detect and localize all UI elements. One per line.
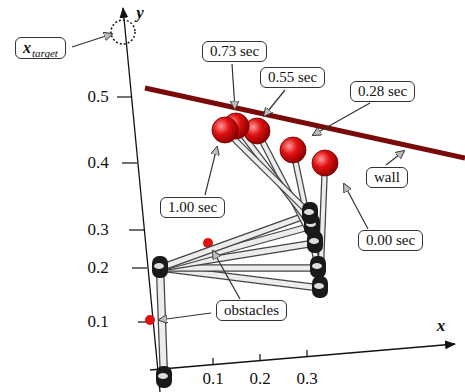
target-circle xyxy=(111,20,135,44)
robot-links xyxy=(152,113,338,388)
axis-label: y xyxy=(136,3,144,23)
callout-box: 0.73 sec xyxy=(202,41,267,62)
callout-text: 0.00 sec xyxy=(366,232,415,248)
callout-text: 0.28 sec xyxy=(358,83,407,99)
callout-box: 0.28 sec xyxy=(350,81,415,102)
callout-text: 0.73 sec xyxy=(210,43,259,59)
callout-box: 0.55 sec xyxy=(260,67,325,88)
callout-box: wall xyxy=(366,167,408,188)
tick-label: 0.5 xyxy=(87,87,108,107)
y-axis xyxy=(123,8,160,392)
callout-box: 0.00 sec xyxy=(358,230,423,251)
callout-box: xtarget xyxy=(15,37,66,59)
tick-label: 0.4 xyxy=(87,153,108,173)
math-symbol: x xyxy=(23,39,31,56)
tick-label: 0.3 xyxy=(296,369,317,389)
tick-label: 0.2 xyxy=(87,258,108,278)
callout-box: obstacles xyxy=(216,300,287,321)
x-axis xyxy=(150,344,455,370)
callout-text: obstacles xyxy=(224,302,279,318)
leader-lines xyxy=(72,34,404,320)
callout-text: 1.00 sec xyxy=(168,199,217,215)
axis-label: x xyxy=(437,316,446,336)
tick-label: 0.1 xyxy=(87,312,108,332)
tick-label: 0.1 xyxy=(202,369,223,389)
callout-text: wall xyxy=(374,169,400,185)
callout-text: 0.55 sec xyxy=(268,69,317,85)
axis-ticks xyxy=(117,97,307,365)
math-subscript: target xyxy=(32,47,58,59)
tick-label: 0.2 xyxy=(249,369,270,389)
obstacle-dot xyxy=(145,315,155,325)
callout-box: 1.00 sec xyxy=(160,197,225,218)
tick-label: 0.3 xyxy=(87,220,108,240)
